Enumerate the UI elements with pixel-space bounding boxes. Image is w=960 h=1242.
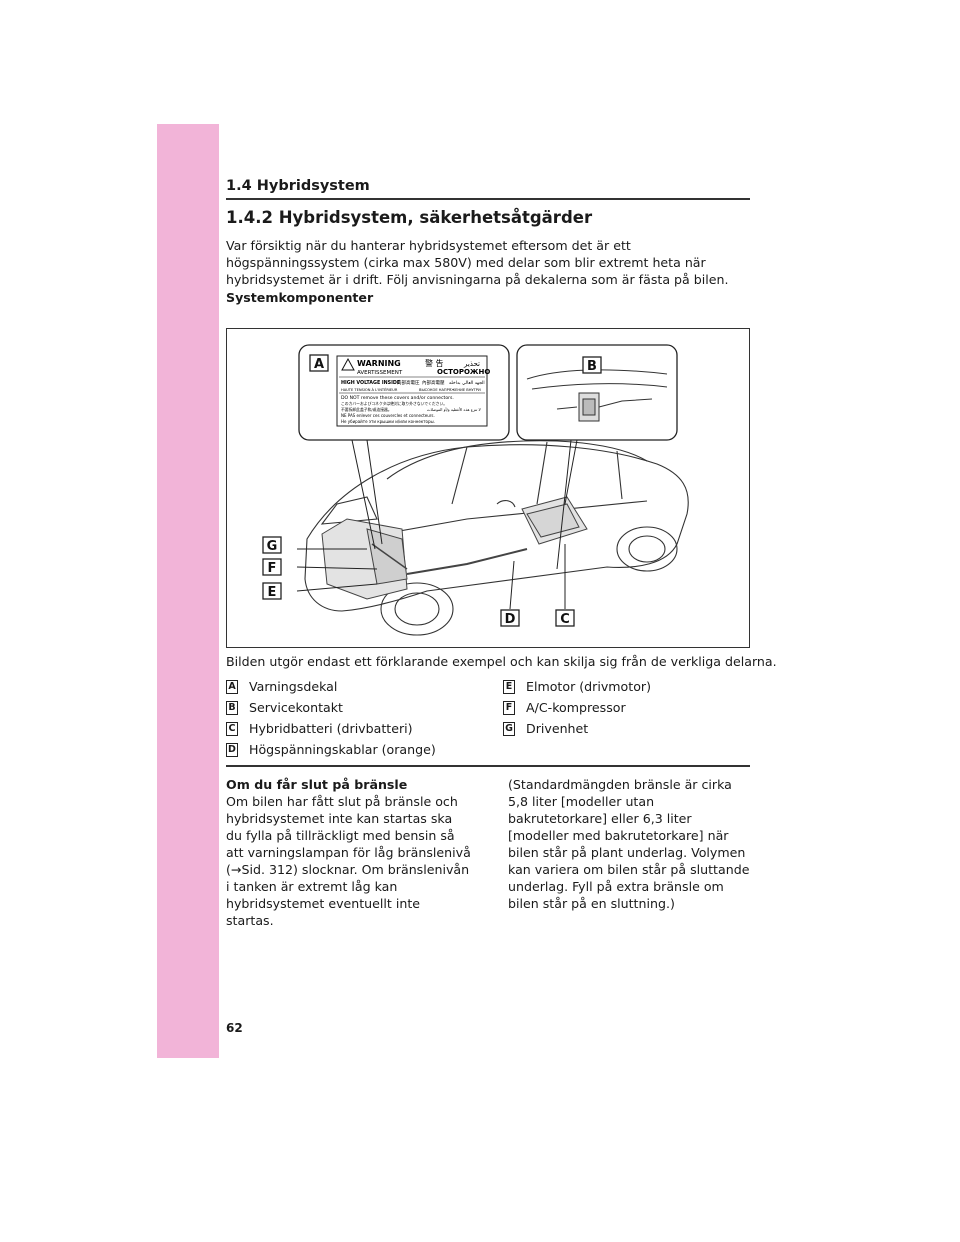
decal-title-ar: تحذير bbox=[463, 360, 480, 368]
legend-key: A bbox=[226, 679, 238, 694]
callout-f bbox=[262, 558, 282, 576]
subheading: Systemkomponenter bbox=[226, 290, 374, 305]
legend-key: E bbox=[503, 679, 515, 694]
fuel-column-right: (Standardmängden bränsle är cirka 5,8 li… bbox=[508, 776, 753, 912]
legend-right: E Elmotor (drivmotor) F A/C-kompressor G… bbox=[503, 676, 651, 739]
fuel-column-left: Om du får slut på bränsle Om bilen har f… bbox=[226, 776, 471, 929]
legend-key: D bbox=[226, 742, 238, 757]
legend-label: A/C-kompressor bbox=[526, 700, 626, 715]
decal-subtitle-fr: AVERTISSEMENT bbox=[357, 370, 403, 376]
hybrid-components bbox=[321, 496, 588, 600]
svg-text:A: A bbox=[314, 357, 324, 372]
callout-d bbox=[500, 609, 520, 627]
svg-text:D: D bbox=[505, 612, 516, 627]
svg-text:B: B bbox=[587, 359, 597, 374]
warning-decal bbox=[336, 355, 488, 427]
legend-label: Högspänningskablar (orange) bbox=[249, 742, 436, 757]
callout-g bbox=[262, 536, 282, 554]
section-heading: 1.4 Hybridsystem bbox=[226, 178, 370, 194]
decal-hv-en: HIGH VOLTAGE INSIDE bbox=[341, 380, 400, 386]
legend-key: B bbox=[226, 700, 238, 715]
figure-caption: Bilden utgör endast ett förklarande exem… bbox=[226, 654, 777, 669]
legend-key: C bbox=[226, 721, 238, 736]
legend-item: F A/C-kompressor bbox=[503, 697, 651, 718]
section-divider bbox=[226, 198, 750, 200]
section-divider bbox=[226, 765, 750, 767]
decal-line-fr: NE PAS enlever ces couvercles et connect… bbox=[341, 413, 435, 418]
decal-title: WARNING bbox=[357, 359, 401, 368]
svg-text:F: F bbox=[268, 561, 277, 576]
legend-label: Hybridbatteri (drivbatteri) bbox=[249, 721, 413, 736]
svg-text:G: G bbox=[267, 539, 278, 554]
callout-leaders bbox=[296, 439, 578, 610]
fuel-text-right: (Standardmängden bränsle är cirka 5,8 li… bbox=[508, 777, 750, 911]
decal-hv-jp: 内部高電圧 bbox=[397, 379, 420, 386]
hv-cable-front bbox=[371, 543, 408, 570]
decal-line-en: DO NOT remove these covers and/or connec… bbox=[341, 395, 454, 401]
intro-paragraph: Var försiktig när du hanterar hybridsyst… bbox=[226, 238, 729, 287]
hv-cable bbox=[406, 548, 528, 575]
legend-item: A Varningsdekal bbox=[226, 676, 436, 697]
page-sidebar-tab bbox=[157, 124, 219, 1058]
callout-c bbox=[555, 609, 575, 627]
system-components-figure: WARNING 警 告 تحذير AVERTISSEMENT ОСТОРОЖН… bbox=[226, 328, 750, 648]
legend-label: Varningsdekal bbox=[249, 679, 338, 694]
decal-hv-ru: ВЫСОКОЕ НАПРЯЖЕНИЕ ВНУТРИ bbox=[419, 388, 481, 392]
decal-line-jp: このカバーおよびコネクタは絶対に取り外さないでください。 bbox=[341, 401, 447, 406]
legend-label: Servicekontakt bbox=[249, 700, 343, 715]
legend-label: Elmotor (drivmotor) bbox=[526, 679, 651, 694]
decal-line-ru: Не убирайте эти крышки и/или коннекторы. bbox=[341, 419, 435, 424]
callout-e bbox=[262, 582, 282, 600]
car-diagram: WARNING 警 告 تحذير AVERTISSEMENT ОСТОРОЖН… bbox=[262, 344, 689, 636]
decal-line-ar: لا تنزع هذه الأغطية و/أو الموصلات bbox=[427, 407, 481, 412]
legend-key: G bbox=[503, 721, 515, 736]
decal-subtitle-ru: ОСТОРОЖНО bbox=[437, 368, 490, 376]
service-plug-detail bbox=[526, 369, 668, 422]
decal-hv-fr: HAUTE TENSION À L'INTÉRIEUR bbox=[341, 387, 398, 392]
legend-key: F bbox=[503, 700, 515, 715]
decal-hv-cn: 內部高電壓 bbox=[422, 379, 445, 386]
fuel-text-left: Om bilen har fått slut på bränsle och hy… bbox=[226, 794, 471, 928]
decal-title-jp: 警 告 bbox=[425, 358, 444, 368]
legend-label: Drivenhet bbox=[526, 721, 589, 736]
decal-line-cn: 不要拆卸此盖子和/或连接器。 bbox=[341, 407, 392, 412]
svg-text:C: C bbox=[560, 612, 570, 627]
legend-item: C Hybridbatteri (drivbatteri) bbox=[226, 718, 436, 739]
legend-item: D Högspänningskablar (orange) bbox=[226, 739, 436, 760]
fuel-heading: Om du får slut på bränsle bbox=[226, 777, 408, 792]
legend-item: G Drivenhet bbox=[503, 718, 651, 739]
svg-text:E: E bbox=[268, 585, 277, 600]
page-title: 1.4.2 Hybridsystem, säkerhetsåtgärder bbox=[226, 208, 593, 227]
legend-item: B Servicekontakt bbox=[226, 697, 436, 718]
warning-triangle-icon bbox=[341, 357, 355, 371]
legend-item: E Elmotor (drivmotor) bbox=[503, 676, 651, 697]
callout-a bbox=[309, 354, 329, 372]
callout-b bbox=[582, 356, 602, 374]
decal-hv-ar: الجهد العالي بداخله bbox=[449, 381, 485, 386]
legend-left: A Varningsdekal B Servicekontakt C Hybri… bbox=[226, 676, 436, 760]
page-number: 62 bbox=[226, 1021, 243, 1035]
